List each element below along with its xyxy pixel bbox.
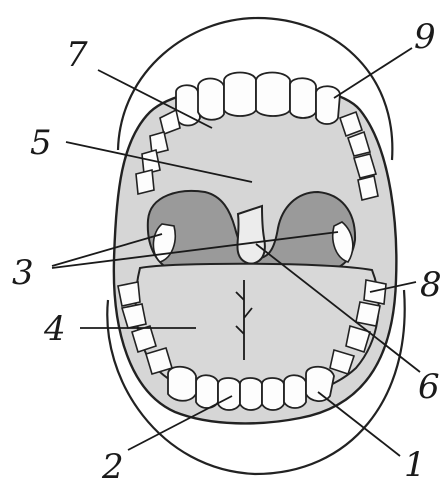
label-1: 1 (404, 445, 426, 485)
label-4: 4 (43, 309, 66, 349)
label-2: 2 (101, 447, 124, 486)
leader-1 (318, 392, 400, 456)
label-6: 6 (418, 367, 440, 407)
leader-9 (334, 48, 412, 98)
label-3: 3 (12, 253, 34, 293)
label-5: 5 (30, 123, 52, 163)
label-9: 9 (414, 17, 436, 57)
uvula (237, 206, 264, 264)
label-7: 7 (66, 35, 88, 75)
label-8: 8 (420, 265, 442, 305)
